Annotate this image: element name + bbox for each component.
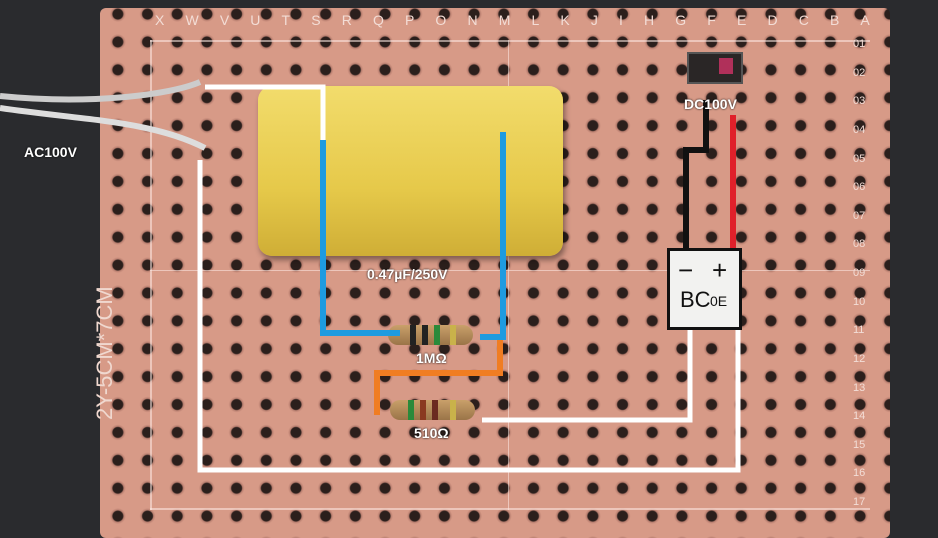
row-label: 05 bbox=[853, 152, 866, 165]
row-label: 03 bbox=[853, 95, 866, 108]
plus-mark: + bbox=[712, 255, 728, 285]
ac-label: AC100V bbox=[24, 144, 77, 160]
row-label: 13 bbox=[853, 381, 866, 394]
r1-label: 1MΩ bbox=[416, 350, 447, 366]
bridge-code-small: 0E bbox=[710, 293, 728, 309]
row-label: 17 bbox=[853, 496, 866, 508]
bridge-rectifier: − + BC 0E bbox=[667, 248, 742, 330]
row-label: 11 bbox=[853, 324, 865, 337]
row-label: 14 bbox=[853, 410, 866, 423]
r2-label: 510Ω bbox=[414, 425, 449, 441]
film-capacitor bbox=[258, 86, 563, 256]
blue-trace bbox=[480, 132, 506, 340]
column-label: A bbox=[860, 12, 870, 28]
row-label: 09 bbox=[853, 267, 866, 279]
board-grid-line bbox=[508, 40, 509, 510]
row-label: 07 bbox=[853, 209, 866, 222]
white-trace bbox=[197, 160, 741, 473]
column-label: E bbox=[736, 12, 747, 28]
column-label: N bbox=[467, 12, 478, 28]
row-label: 02 bbox=[853, 66, 866, 79]
column-label: H bbox=[644, 12, 655, 28]
row-label: 16 bbox=[853, 467, 866, 480]
column-label: D bbox=[767, 12, 778, 28]
column-label: V bbox=[219, 12, 230, 28]
column-label: L bbox=[531, 12, 540, 28]
resistor-510 bbox=[390, 400, 475, 420]
column-label: R bbox=[341, 12, 352, 28]
board-grid-line bbox=[150, 40, 152, 510]
column-label: O bbox=[435, 12, 447, 28]
row-label: 04 bbox=[853, 123, 866, 136]
column-label: G bbox=[675, 12, 687, 28]
row-label: 06 bbox=[853, 181, 866, 194]
resistor-1m bbox=[388, 325, 473, 345]
white-trace bbox=[482, 330, 693, 423]
column-label: F bbox=[707, 12, 716, 28]
column-label: U bbox=[250, 12, 261, 28]
column-label: Q bbox=[372, 12, 384, 28]
white-trace bbox=[205, 84, 326, 140]
orange-trace bbox=[374, 340, 503, 415]
ac-wire bbox=[0, 105, 207, 151]
row-label: 10 bbox=[853, 295, 866, 308]
column-label: C bbox=[798, 12, 809, 28]
row-labels: 01 02 03 04 05 06 07 08 09 10 11 12 13 14 15 16 17 bbox=[853, 38, 865, 508]
column-label: P bbox=[404, 12, 415, 28]
board-grid-line bbox=[150, 270, 870, 271]
column-label: X bbox=[155, 12, 165, 28]
column-label: W bbox=[185, 12, 199, 28]
board-grid-line bbox=[150, 40, 870, 42]
column-label: T bbox=[281, 12, 291, 28]
minus-mark: − bbox=[678, 255, 694, 285]
column-label: M bbox=[498, 12, 511, 28]
column-label: S bbox=[311, 12, 321, 28]
dc-output-connector bbox=[687, 52, 743, 84]
column-label: J bbox=[590, 12, 598, 28]
row-label: 01 bbox=[853, 38, 866, 50]
capacitor-label: 0.47µF/250V bbox=[367, 266, 448, 282]
column-label: K bbox=[560, 12, 570, 28]
row-label: 08 bbox=[853, 238, 866, 251]
row-label: 12 bbox=[853, 352, 866, 365]
bridge-code: BC bbox=[680, 287, 711, 312]
row-label: 15 bbox=[853, 438, 866, 451]
blue-trace bbox=[320, 140, 400, 336]
ac-wire bbox=[0, 79, 202, 103]
dc-label: DC100V bbox=[684, 96, 737, 112]
column-label: B bbox=[829, 12, 840, 28]
column-label: I bbox=[619, 12, 623, 28]
black-trace bbox=[683, 100, 709, 250]
board-grid-line bbox=[150, 508, 870, 510]
